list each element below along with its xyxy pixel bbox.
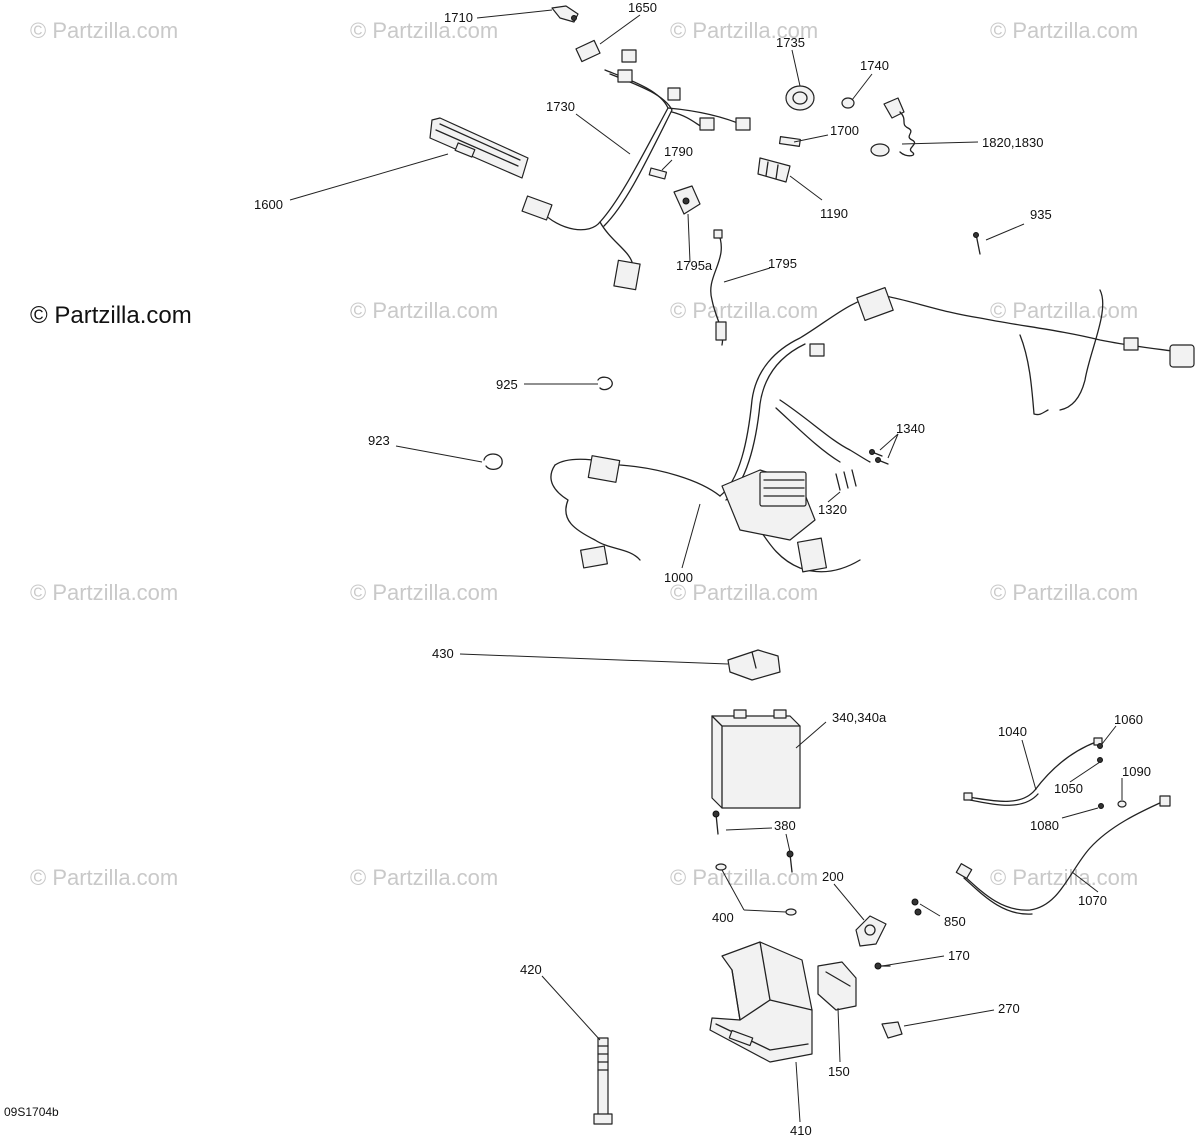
- part-270[interactable]: [881, 1021, 903, 1039]
- part-150[interactable]: [817, 961, 857, 1011]
- callout-1650[interactable]: 1650: [628, 0, 657, 15]
- part-935[interactable]: [973, 232, 981, 255]
- watermark: © Partzilla.com: [350, 865, 498, 890]
- part-850[interactable]: [911, 898, 922, 916]
- watermark: © Partzilla.com: [990, 298, 1138, 323]
- part-1740[interactable]: [841, 97, 855, 109]
- part-1735[interactable]: [785, 85, 815, 111]
- part-925[interactable]: [597, 376, 613, 391]
- watermark-layer: © Partzilla.com © Partzilla.com © Partzi…: [30, 18, 1138, 890]
- part-1795[interactable]: [710, 229, 727, 346]
- callout-1795[interactable]: 1795: [768, 256, 797, 271]
- callout-1000[interactable]: 1000: [664, 570, 693, 585]
- callout-1600[interactable]: 1600: [254, 197, 283, 212]
- watermark: © Partzilla.com: [990, 18, 1138, 43]
- part-1040-cable[interactable]: [963, 737, 1103, 806]
- part-1080[interactable]: [1098, 803, 1104, 809]
- callout-925[interactable]: 925: [496, 377, 518, 392]
- part-1090[interactable]: [1117, 800, 1127, 808]
- watermark: © Partzilla.com: [30, 865, 178, 890]
- part-1730-harness[interactable]: [521, 69, 751, 291]
- callout-1820-1830[interactable]: 1820,1830: [982, 135, 1043, 150]
- callout-1735[interactable]: 1735: [776, 35, 805, 50]
- watermark: © Partzilla.com: [670, 580, 818, 605]
- callout-1340[interactable]: 1340: [896, 421, 925, 436]
- part-420-strap[interactable]: [593, 1037, 613, 1125]
- part-1710[interactable]: [551, 5, 579, 23]
- watermark: © Partzilla.com: [350, 298, 498, 323]
- callout-1080[interactable]: 1080: [1030, 818, 1059, 833]
- callout-935[interactable]: 935: [1030, 207, 1052, 222]
- part-1700[interactable]: [778, 136, 801, 147]
- callout-340-340a[interactable]: 340,340a: [832, 710, 887, 725]
- callout-1700[interactable]: 1700: [830, 123, 859, 138]
- part-410-tray[interactable]: [709, 941, 813, 1063]
- part-200[interactable]: [855, 915, 887, 947]
- part-1320[interactable]: [835, 469, 857, 491]
- callout-170[interactable]: 170: [948, 948, 970, 963]
- part-430[interactable]: [727, 649, 781, 681]
- part-1650[interactable]: [575, 39, 637, 63]
- callout-200[interactable]: 200: [822, 869, 844, 884]
- part-1190[interactable]: [757, 157, 791, 183]
- callout-1060[interactable]: 1060: [1114, 712, 1143, 727]
- part-1820-1830[interactable]: [870, 97, 916, 157]
- part-1050[interactable]: [1097, 757, 1103, 763]
- part-1070-cable[interactable]: [955, 795, 1171, 915]
- callout-1190[interactable]: 1190: [820, 206, 848, 221]
- callout-1710[interactable]: 1710: [444, 10, 473, 25]
- callout-150[interactable]: 150: [828, 1064, 850, 1079]
- callout-1070[interactable]: 1070: [1078, 893, 1107, 908]
- callout-430[interactable]: 430: [432, 646, 454, 661]
- watermark: © Partzilla.com: [670, 865, 818, 890]
- callout-1730[interactable]: 1730: [546, 99, 575, 114]
- part-1340[interactable]: [869, 449, 889, 465]
- part-1600-cluster[interactable]: [429, 117, 529, 179]
- watermark: © Partzilla.com: [670, 18, 818, 43]
- watermark-main: © Partzilla.com: [30, 302, 192, 329]
- part-923[interactable]: [483, 453, 503, 471]
- callout-1320[interactable]: 1320: [818, 502, 847, 517]
- part-1790[interactable]: [648, 167, 668, 180]
- callout-850[interactable]: 850: [944, 914, 966, 929]
- callout-400[interactable]: 400: [712, 910, 734, 925]
- callout-410[interactable]: 410: [790, 1123, 812, 1138]
- callout-270[interactable]: 270: [998, 1001, 1020, 1016]
- callout-1050[interactable]: 1050: [1054, 781, 1083, 796]
- watermark: © Partzilla.com: [350, 580, 498, 605]
- watermark: © Partzilla.com: [30, 18, 178, 43]
- part-380[interactable]: [712, 810, 794, 873]
- watermark: © Partzilla.com: [990, 580, 1138, 605]
- callout-380[interactable]: 380: [774, 818, 796, 833]
- part-1000-main-harness[interactable]: [550, 286, 1195, 573]
- part-1795a[interactable]: [673, 185, 701, 215]
- callout-923[interactable]: 923: [368, 433, 390, 448]
- leader-lines: [289, 9, 1123, 1123]
- callout-420[interactable]: 420: [520, 962, 542, 977]
- watermark: © Partzilla.com: [670, 298, 818, 323]
- callout-1090[interactable]: 1090: [1122, 764, 1151, 779]
- callout-1795a[interactable]: 1795a: [676, 258, 713, 273]
- callout-1740[interactable]: 1740: [860, 58, 889, 73]
- diagram-code: 09S1704b: [4, 1105, 59, 1119]
- callout-labels: 1710 1650 1735 1740 1730 1700 1820,1830 …: [254, 0, 1151, 1138]
- watermark: © Partzilla.com: [350, 18, 498, 43]
- part-1060[interactable]: [1097, 743, 1103, 749]
- part-illustrations: [429, 5, 1195, 1125]
- part-340-battery[interactable]: [711, 709, 801, 809]
- watermark: © Partzilla.com: [990, 865, 1138, 890]
- watermark: © Partzilla.com: [30, 580, 178, 605]
- callout-1790[interactable]: 1790: [664, 144, 693, 159]
- callout-1040[interactable]: 1040: [998, 724, 1027, 739]
